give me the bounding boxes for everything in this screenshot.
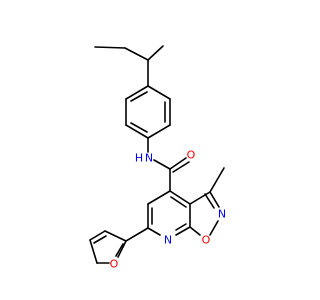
isoxazole-oxygen-label: O (202, 234, 211, 247)
bond (204, 193, 215, 209)
bond (153, 159, 171, 170)
bond (124, 47, 149, 61)
bond (117, 240, 127, 258)
bond (189, 191, 211, 205)
bond (130, 122, 148, 133)
amide-hydrogen-label: H (135, 152, 143, 165)
bond (169, 157, 187, 170)
bond (147, 45, 164, 61)
bond (130, 91, 148, 102)
bond (104, 230, 127, 242)
molecule-canvas: O N H N N O O (89, 45, 226, 271)
bond (209, 167, 225, 193)
carbonyl-oxygen-label: O (187, 149, 196, 162)
bond (189, 226, 201, 236)
bond (94, 46, 126, 49)
bond (147, 227, 161, 236)
bond (125, 85, 149, 100)
bond (175, 226, 191, 236)
pyridine-nitrogen-label: N (164, 234, 172, 247)
bond (172, 161, 190, 173)
bond (125, 124, 149, 139)
molecule-structure: O N H N N O O (89, 45, 226, 271)
bond (147, 85, 171, 100)
amide-nitrogen-label: N (145, 152, 153, 165)
bond (147, 124, 171, 139)
bond (125, 227, 149, 242)
bond (209, 220, 219, 236)
furan-oxygen-label: O (110, 258, 119, 271)
bond (147, 190, 171, 205)
bond (175, 223, 187, 231)
bond (170, 196, 187, 208)
bond (209, 191, 220, 208)
isoxazole-nitrogen-label: N (218, 208, 226, 221)
bond (89, 239, 98, 264)
bond (115, 243, 124, 257)
bond (93, 235, 107, 244)
bond (89, 230, 106, 241)
bond (169, 190, 191, 205)
